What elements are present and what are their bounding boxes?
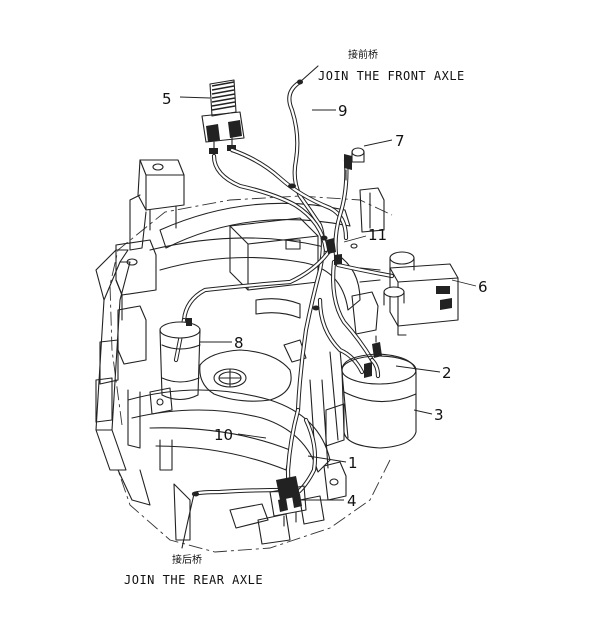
callout-3: 3 — [434, 406, 444, 424]
callout-4: 4 — [347, 492, 357, 510]
axle-notes: 接前桥 JOIN THE FRONT AXLE 接后桥 JOIN THE REA… — [124, 48, 465, 587]
air-reservoir-small — [149, 318, 201, 415]
callout-numbers: 1 2 3 4 5 6 7 8 9 10 11 — [162, 90, 488, 510]
air-tank — [325, 335, 417, 449]
brake-valve-assembly — [359, 251, 459, 336]
front-axle-note-en: JOIN THE FRONT AXLE — [318, 69, 465, 83]
callout-8: 8 — [234, 334, 244, 352]
chassis-frame — [95, 159, 393, 553]
callout-2: 2 — [442, 364, 452, 382]
rear-axle-note-en: JOIN THE REAR AXLE — [124, 573, 263, 587]
callout-1: 1 — [348, 454, 358, 472]
front-axle-note-cn: 接前桥 — [348, 48, 378, 61]
fittings — [326, 238, 358, 265]
callout-7: 7 — [395, 132, 405, 150]
callout-11: 11 — [368, 226, 387, 244]
callout-5: 5 — [162, 90, 172, 108]
body-outline — [109, 195, 393, 553]
relay-valve — [269, 476, 307, 527]
callout-10: 10 — [214, 426, 233, 444]
rear-axle-note-cn: 接后桥 — [172, 553, 202, 566]
leader-lines — [179, 96, 477, 501]
brake-pedal-valve — [201, 79, 245, 157]
front-axle-line — [299, 65, 319, 83]
rear-axle-line — [181, 493, 195, 549]
release-valve — [344, 147, 365, 181]
callout-9: 9 — [338, 102, 348, 120]
brake-hoses — [173, 79, 395, 497]
callout-6: 6 — [478, 278, 488, 296]
